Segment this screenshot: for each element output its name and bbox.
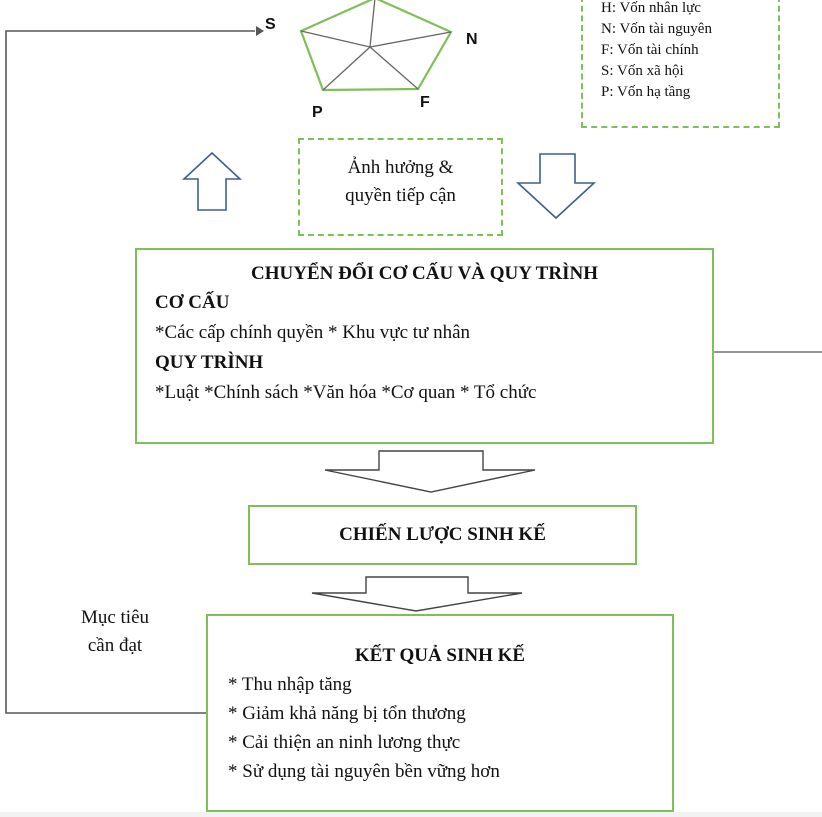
process-items: *Luật *Chính sách *Văn hóa *Cơ quan * Tổ… (155, 382, 537, 403)
structure-items: *Các cấp chính quyền * Khu vực tư nhân (155, 322, 471, 343)
legend-item: H: Vốn nhân lực (601, 0, 701, 16)
goal-label: Mục tiêu cần đạt (60, 604, 170, 660)
goal-line-2: cần đạt (87, 635, 143, 656)
pentagon-label-p: P (312, 104, 323, 121)
pentagon-label-s: S (265, 16, 276, 33)
asset-pentagon (299, 0, 453, 92)
process-heading: QUY TRÌNH (155, 352, 264, 373)
feedback-loop-line (5, 30, 255, 714)
outcome-item: * Sử dụng tài nguyên bền vững hơn (228, 761, 500, 782)
influence-line-1: Ảnh hưởng & (347, 157, 454, 178)
structure-heading: CƠ CẤU (155, 292, 230, 313)
legend-item: F: Vốn tài chính (601, 42, 699, 58)
bottom-strip (0, 812, 822, 817)
pentagon-label-f: F (420, 94, 430, 111)
up-arrow-icon (181, 151, 243, 211)
feedback-arrowhead (256, 26, 264, 36)
strategy-label: CHIẾN LƯỢC SINH KẾ (339, 524, 546, 545)
legend-item: S: Vốn xã hội (601, 63, 684, 79)
outcome-item: * Cải thiện an ninh lương thực (228, 732, 461, 753)
goal-line-1: Mục tiêu (80, 607, 150, 628)
influence-line-2: quyền tiếp cận (345, 185, 456, 206)
down-arrow-icon (515, 153, 597, 220)
outcome-item: * Giảm khả năng bị tổn thương (228, 703, 466, 724)
pentagon-label-n: N (466, 31, 478, 48)
influence-access-box: Ảnh hưởng & quyền tiếp cận (298, 138, 503, 236)
outcome-item: * Thu nhập tăng (228, 674, 352, 695)
down-block-arrow-1 (324, 450, 536, 493)
down-block-arrow-2 (311, 576, 523, 612)
legend-item: N: Vốn tài nguyên (601, 21, 712, 37)
transform-structures-box: CHUYỂN ĐỔI CƠ CẤU VÀ QUY TRÌNH CƠ CẤU *C… (135, 248, 714, 444)
outcome-title: KẾT QUẢ SINH KẾ (354, 645, 526, 666)
livelihood-strategy-box: CHIẾN LƯỢC SINH KẾ (248, 505, 637, 565)
asset-legend: H: Vốn nhân lực N: Vốn tài nguyên F: Vốn… (581, 0, 780, 128)
legend-item: P: Vốn hạ tầng (601, 84, 691, 100)
transform-title: CHUYỂN ĐỔI CƠ CẤU VÀ QUY TRÌNH (251, 263, 598, 284)
livelihood-outcome-box: KẾT QUẢ SINH KẾ * Thu nhập tăng * Giảm k… (206, 614, 674, 812)
